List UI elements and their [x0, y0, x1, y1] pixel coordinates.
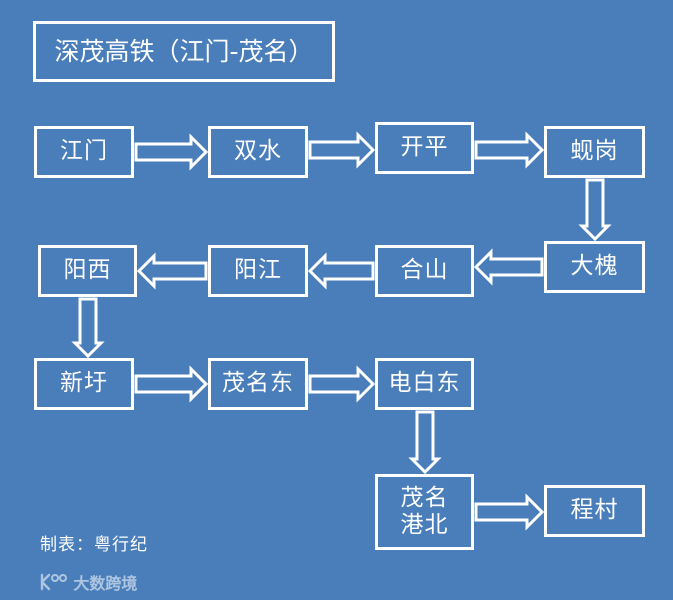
arrow-dianbaidong-to-maominggangbei	[407, 410, 442, 475]
station-node-maomingdong[interactable]: 茂名东	[208, 358, 308, 410]
station-node-maominggangbei[interactable]: 茂名 港北	[375, 474, 474, 550]
station-label: 茂名 港北	[400, 484, 449, 538]
arrow-yangjiang-to-yangxi	[136, 252, 208, 290]
station-node-dahuai[interactable]: 大槐	[544, 241, 645, 293]
arrow-xiangang-to-dahuai	[577, 178, 612, 242]
watermark-text: 大数跨境	[73, 574, 138, 593]
arrow-kaiping-to-xiangang	[474, 131, 545, 169]
station-node-yangxi[interactable]: 阳西	[38, 245, 137, 297]
station-node-xiangang[interactable]: 蚬岗	[544, 126, 645, 178]
station-label: 开平	[400, 134, 449, 161]
diagram-title-box: 深茂高铁（江门-茂名）	[33, 21, 335, 82]
arrow-xinxu-to-maomingdong	[134, 365, 209, 403]
station-label: 合山	[400, 257, 449, 284]
station-label: 蚬岗	[570, 138, 619, 165]
credit-text: 制表：粤行纪	[40, 535, 148, 555]
station-node-xinxu[interactable]: 新圩	[34, 358, 134, 410]
arrow-maomingdong-to-dianbaidong	[308, 365, 376, 403]
station-label: 新圩	[60, 370, 108, 397]
station-node-dianbaidong[interactable]: 电白东	[375, 358, 474, 410]
diagram-title-text: 深茂高铁（江门-茂名）	[54, 36, 314, 66]
watermark: 大数跨境	[6, 570, 137, 594]
brand-logo-icon	[6, 573, 69, 591]
station-label: 电白东	[388, 370, 461, 397]
station-node-jiangmen[interactable]: 江门	[34, 126, 134, 178]
station-label: 阳西	[63, 257, 112, 284]
station-label: 大槐	[570, 253, 619, 280]
station-label: 江门	[60, 138, 108, 165]
station-label: 程村	[570, 497, 619, 524]
station-label: 阳江	[234, 257, 282, 284]
station-label: 双水	[234, 138, 282, 165]
station-node-chengcun[interactable]: 程村	[544, 485, 645, 537]
arrow-shuangshui-to-kaiping	[308, 131, 376, 169]
arrow-maominggangbei-to-chengcun	[474, 492, 545, 531]
station-node-kaiping[interactable]: 开平	[375, 122, 474, 174]
station-label: 茂名东	[222, 370, 294, 397]
station-node-heshan[interactable]: 合山	[375, 245, 474, 297]
station-node-shuangshui[interactable]: 双水	[208, 126, 308, 178]
arrow-dahuai-to-heshan	[473, 248, 544, 286]
station-node-yangjiang[interactable]: 阳江	[208, 245, 308, 297]
arrow-heshan-to-yangjiang	[307, 252, 375, 290]
arrow-jiangmen-to-shuangshui	[134, 133, 209, 171]
arrow-yangxi-to-xinxu	[70, 297, 105, 359]
